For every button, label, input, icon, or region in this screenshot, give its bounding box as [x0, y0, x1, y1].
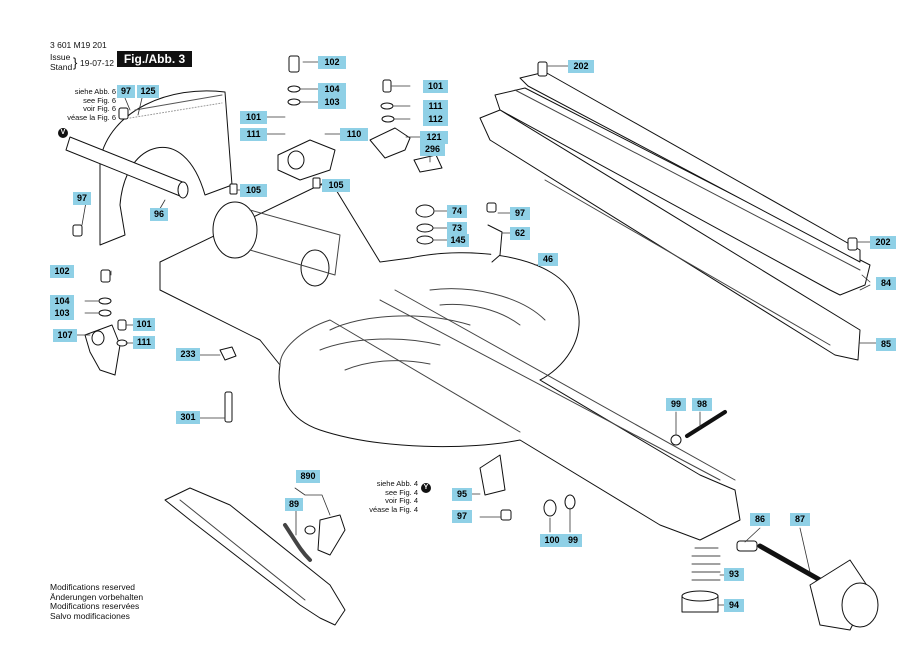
- left-ref-note: siehe Abb. 6 see Fig. 6 voir Fig. 6 véas…: [40, 87, 116, 122]
- part-callout: 110: [340, 128, 368, 141]
- issue-brace: }: [73, 55, 78, 70]
- part-callout: 73: [447, 222, 467, 235]
- doc-number: 3 601 M19 201: [50, 40, 107, 50]
- center-ref-note: siehe Abb. 4 see Fig. 4 voir Fig. 4 véas…: [338, 479, 418, 514]
- part-callout: 94: [724, 599, 744, 612]
- part-callout: 125: [137, 85, 159, 98]
- part-callout: 87: [790, 513, 810, 526]
- part-callout: 301: [176, 411, 200, 424]
- part-callout: 97: [452, 510, 472, 523]
- part-callout: 107: [53, 329, 77, 342]
- part-callout: 101: [240, 111, 267, 124]
- shaft: [65, 136, 189, 199]
- issue-label: Issue: [50, 52, 71, 62]
- footer-line: Modifications reservées: [50, 601, 140, 612]
- part-callout: 104: [318, 83, 346, 96]
- part-callout: 84: [876, 277, 896, 290]
- part-callout: 97: [510, 207, 530, 220]
- part-callout: 85: [876, 338, 896, 351]
- left-ref-marker: V: [58, 124, 68, 142]
- part-callout: 202: [870, 236, 896, 249]
- part-callout: 46: [538, 253, 558, 266]
- lock-handle: [736, 540, 879, 631]
- left-ref-line: voir Fig. 6: [83, 104, 116, 114]
- left-ref-line: siehe Abb. 6: [74, 87, 116, 96]
- center-ref-line: véase la Fig. 4: [369, 504, 418, 514]
- figure-label: Fig./Abb. 3: [117, 51, 192, 67]
- part-callout: 104: [50, 295, 74, 308]
- part-callout: 101: [133, 318, 155, 331]
- hardware: [72, 55, 858, 613]
- stand-label: Stand: [50, 61, 73, 72]
- part-callout: 103: [318, 96, 346, 109]
- part-callout: 111: [423, 100, 448, 113]
- part-callout: 145: [447, 234, 469, 247]
- part-callout: 101: [423, 80, 448, 93]
- part-callout: 99: [666, 398, 686, 411]
- left-ref-line: see Fig. 6: [83, 95, 116, 105]
- part-callout: 121: [420, 131, 448, 144]
- footer-line: Änderungen vorbehalten: [50, 591, 144, 602]
- part-callout: 93: [724, 568, 744, 581]
- center-ref-line: voir Fig. 4: [385, 496, 418, 506]
- part-callout: 96: [150, 208, 168, 221]
- part-callout: 111: [240, 128, 267, 141]
- part-callout: 296: [420, 143, 445, 156]
- part-callout: 103: [50, 307, 74, 320]
- part-callout: 95: [452, 488, 472, 501]
- part-callout: 100: [540, 534, 564, 547]
- bracket-110: [277, 139, 336, 181]
- left-ref-line: véase la Fig. 6: [67, 112, 116, 122]
- part-callout: 890: [296, 470, 320, 483]
- center-ref-marker: Y: [421, 479, 431, 497]
- center-ref-line: siehe Abb. 4: [376, 479, 418, 488]
- part-callout: 74: [447, 205, 467, 218]
- part-callout: 62: [510, 227, 530, 240]
- center-ref-line: see Fig. 4: [385, 487, 418, 497]
- part-callout: 105: [240, 184, 267, 197]
- part-callout: 86: [750, 513, 770, 526]
- part-callout: 112: [423, 113, 448, 126]
- part-callout: 97: [73, 192, 91, 205]
- part-callout: 111: [133, 336, 155, 349]
- part-callout: 105: [322, 179, 350, 192]
- lever-arm: [164, 487, 346, 626]
- issue-block: Issue Stand: [50, 52, 73, 72]
- part-callout: 233: [176, 348, 200, 361]
- part-callout: 102: [50, 265, 74, 278]
- part-callout: 98: [692, 398, 712, 411]
- bracket-107: [84, 324, 121, 376]
- part-callout: 99: [564, 534, 582, 547]
- part-callout: 97: [117, 85, 135, 98]
- part-callout: 89: [285, 498, 303, 511]
- saw-base: [159, 179, 741, 541]
- part-callout: 102: [318, 56, 346, 69]
- footer-line: Salvo modificaciones: [50, 610, 130, 621]
- issue-date: 19-07-12: [80, 58, 115, 68]
- footer-line: Modifications reserved: [50, 582, 136, 592]
- modifications-note: Modifications reserved Änderungen vorbeh…: [50, 582, 144, 621]
- part-callout: 202: [568, 60, 594, 73]
